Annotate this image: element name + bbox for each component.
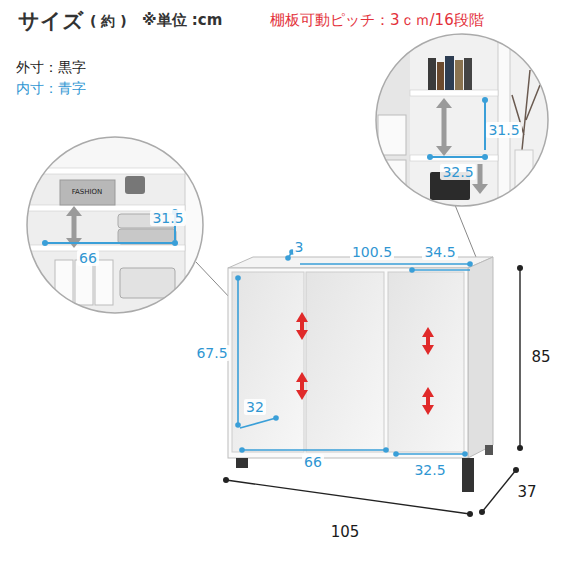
dimension: 31.5 <box>486 122 521 138</box>
dimension: 3 <box>293 239 306 255</box>
dimension: 32 <box>244 399 266 415</box>
unit-note: ( 約 ) <box>90 13 127 29</box>
heading: サイズ <box>18 9 84 33</box>
legend-note: 外寸：黒字 <box>16 59 86 75</box>
dimension: 105 <box>329 524 362 541</box>
legend-note: 内寸：青字 <box>16 80 86 96</box>
dimension: 34.5 <box>422 244 457 260</box>
box-label: FASHION <box>72 188 103 196</box>
dimension: 66 <box>77 250 99 266</box>
dimension: 32.5 <box>412 462 447 478</box>
dimension: 85 <box>529 349 552 366</box>
dimension: 66 <box>302 454 324 470</box>
shelf-pitch-note: 棚板可動ピッチ：3ｃｍ/16段階 <box>270 12 484 29</box>
dimension: 32.5 <box>440 164 475 180</box>
dimension: 67.5 <box>194 345 229 361</box>
unit-note: ※単位 :cm <box>142 12 222 29</box>
dimension: 100.5 <box>350 244 394 260</box>
dimension: 37 <box>515 484 538 501</box>
dimension: 31.5 <box>150 210 185 226</box>
